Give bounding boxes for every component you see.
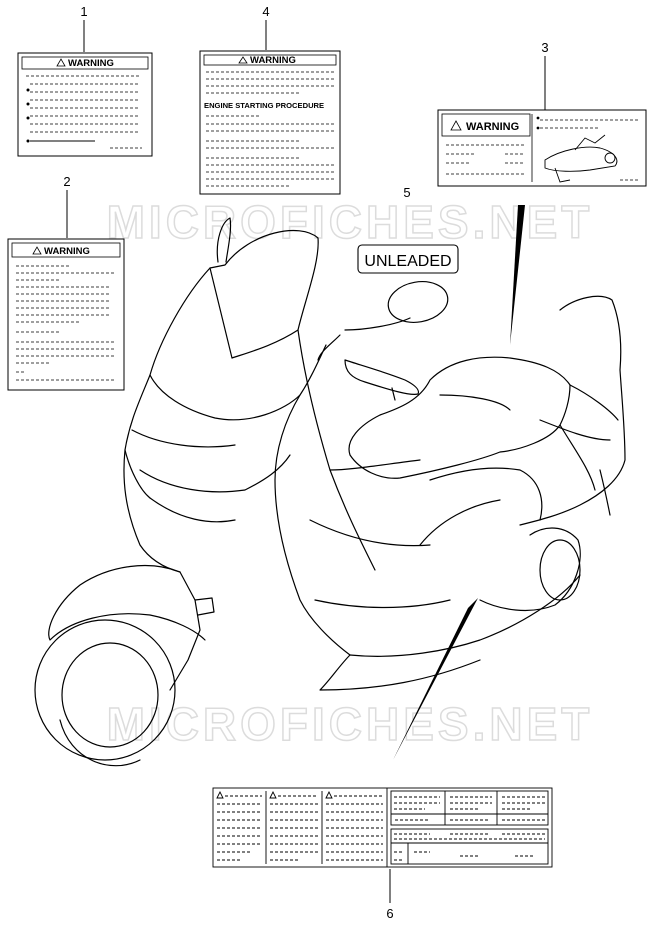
callout-6: 6	[386, 906, 393, 921]
callout-4: 4	[262, 4, 269, 19]
callout-5: 5	[403, 185, 410, 200]
callout-numbers: 1 2 3 4 5 6	[63, 4, 548, 921]
callout-2: 2	[63, 174, 70, 189]
warning-label-1: WARNING	[17, 52, 153, 157]
callout-1: 1	[80, 4, 87, 19]
scooter-drawing	[34, 217, 626, 767]
engine-starting-procedure-text: ENGINE STARTING PROCEDURE	[204, 101, 324, 110]
unleaded-text: UNLEADED	[364, 253, 451, 270]
warning-2-text: WARNING	[44, 246, 90, 257]
unleaded-label-5: UNLEADED	[357, 244, 459, 274]
pointer-3	[510, 205, 525, 345]
watermark-bottom: MICROFICHES.NET	[107, 698, 594, 750]
watermark-top: MICROFICHES.NET	[107, 196, 594, 248]
leader-lines	[66, 20, 546, 903]
warning-3-text: WARNING	[466, 121, 519, 133]
warning-4-text: WARNING	[250, 55, 296, 66]
warning-1-text: WARNING	[68, 58, 114, 69]
warning-label-3: WARNING	[437, 109, 647, 187]
label-panel-6	[212, 787, 553, 868]
warning-label-2: WARNING	[7, 238, 125, 391]
callout-3: 3	[541, 40, 548, 55]
pointer-6	[393, 598, 478, 760]
warning-label-4: WARNING ENGINE STARTING PROCEDURE	[199, 50, 341, 195]
